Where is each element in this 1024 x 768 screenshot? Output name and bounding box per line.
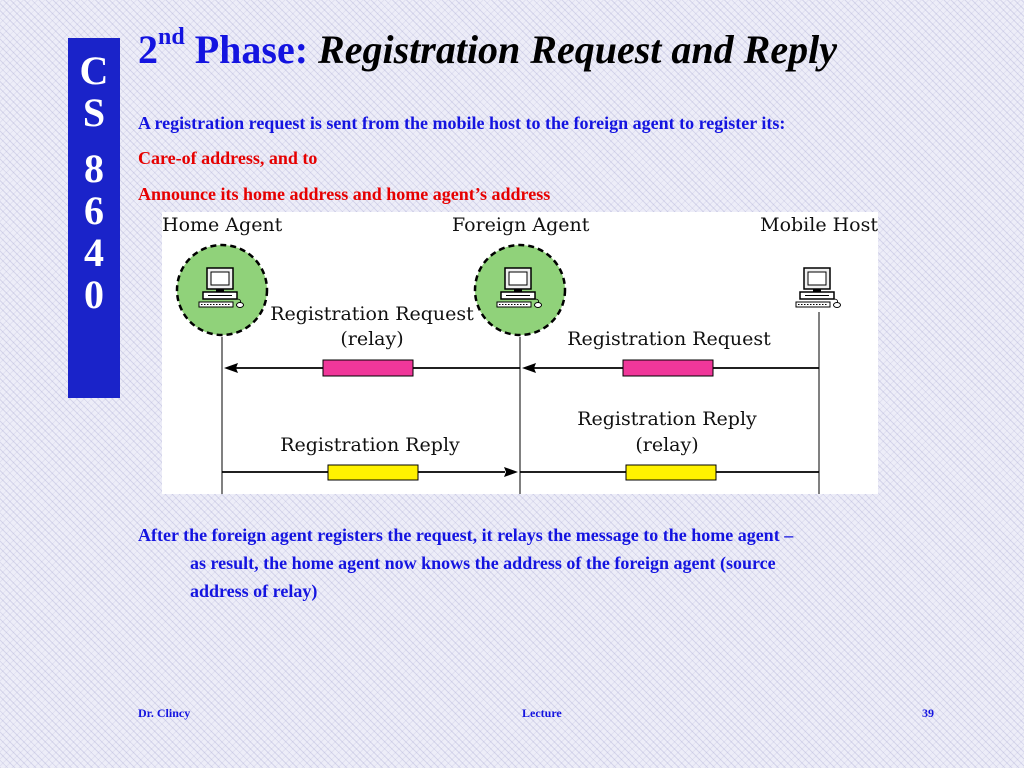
summary-first-line: After the foreign agent registers the re… (138, 525, 794, 545)
request-relay-label: Registration Request (270, 303, 474, 325)
bullet-home-address: Announce its home address and home agent… (138, 184, 551, 204)
reply-arrowhead-icon (504, 467, 518, 477)
bullet-care-of-address: Care-of address, and to (138, 148, 318, 168)
summary-indented-line: as result, the home agent now knows the … (190, 553, 776, 573)
registration-sequence-diagram: Home Agent Foreign Agent Mobile Host Reg… (162, 212, 878, 494)
request-packet (622, 359, 714, 377)
course-code-char: S (82, 90, 106, 135)
reply-packet (327, 464, 419, 481)
diagram-canvas: Home Agent Foreign Agent Mobile Host Reg… (162, 214, 878, 494)
request-relay-packet (322, 359, 414, 377)
entity-label-mobile-host: Mobile Host (760, 214, 878, 236)
slide-title: 2nd Phase: Registration Request and Repl… (138, 24, 837, 73)
title-phase-word: Phase: (194, 27, 309, 72)
request-relay-arrowhead-icon (224, 363, 238, 373)
entity-label-home-agent: Home Agent (162, 214, 283, 236)
summary-paragraph: After the foreign agent registers the re… (138, 521, 988, 605)
summary-indented-line: address of relay) (190, 581, 318, 601)
title-italic: Registration Request and Reply (318, 27, 837, 72)
course-code-char: 8 (84, 146, 104, 191)
reply-relay-sub-label: (relay) (635, 434, 698, 456)
reply-relay-packet (625, 464, 717, 481)
course-code-char: 4 (84, 230, 104, 275)
course-code-char: 0 (84, 272, 104, 317)
course-code-tab: C S 8 6 4 0 (68, 38, 120, 398)
title-superscript: nd (158, 24, 185, 50)
reply-relay-label: Registration Reply (577, 408, 757, 430)
title-number: 2 (138, 27, 158, 72)
request-arrowhead-icon (522, 363, 536, 373)
request-label: Registration Request (567, 328, 771, 350)
intro-line: A registration request is sent from the … (138, 113, 786, 133)
reply-label: Registration Reply (280, 434, 460, 456)
footer-lecture: Lecture (522, 706, 562, 720)
course-code-char: 6 (84, 188, 104, 233)
footer-author: Dr. Clincy (138, 706, 191, 720)
entity-label-foreign-agent: Foreign Agent (452, 214, 590, 236)
course-code-char: C (79, 48, 109, 93)
request-relay-sub-label: (relay) (340, 328, 403, 350)
mobile-host-computer-icon (795, 267, 842, 309)
footer-page-number: 39 (922, 706, 934, 720)
